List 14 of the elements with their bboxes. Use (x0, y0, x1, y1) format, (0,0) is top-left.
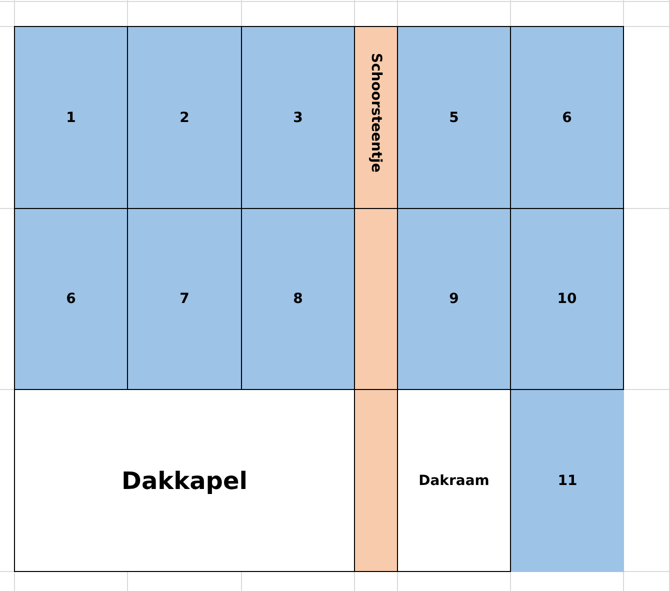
roof-panel: 1 (14, 26, 128, 209)
roof-panel: 11 (510, 389, 624, 572)
roof-panel: 3 (241, 26, 355, 209)
roof-panel: 9 (397, 208, 511, 390)
roof-panel: 5 (397, 26, 511, 209)
roof-panel: 7 (127, 208, 242, 390)
roof-panel: 10 (510, 208, 624, 390)
roof-panel: 8 (241, 208, 355, 390)
dormer-area: Dakkapel (14, 389, 355, 572)
roof-panel: 6 (14, 208, 128, 390)
roof-panel: 6 (510, 26, 624, 209)
roof-panel: 2 (127, 26, 242, 209)
vertical-label: Schoorsteentje (368, 53, 384, 172)
chimney-strip (354, 26, 398, 572)
